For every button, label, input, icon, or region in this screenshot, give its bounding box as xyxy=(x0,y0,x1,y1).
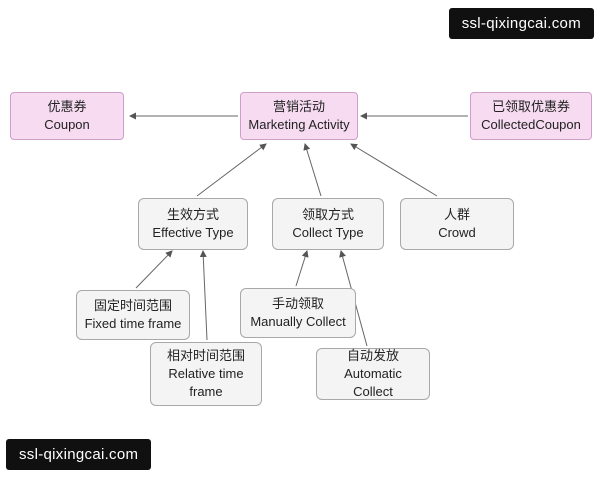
node-fixed-time-frame: 固定时间范围 Fixed time frame xyxy=(76,290,190,340)
node-fixed-time-frame-label-en: Fixed time frame xyxy=(84,316,182,331)
node-coupon-label-zh: 优惠券 xyxy=(47,98,87,114)
node-automatic-collect-label-zh: 自动发放 xyxy=(346,347,399,363)
node-crowd: 人群 Crowd xyxy=(400,198,514,250)
node-coupon-label-en: Coupon xyxy=(44,117,90,132)
node-marketing-activity-label-en: Marketing Activity xyxy=(248,117,350,132)
edge-effective-to-marketing xyxy=(196,143,267,197)
node-marketing-activity-label-zh: 营销活动 xyxy=(272,98,325,114)
node-coupon: 优惠券 Coupon xyxy=(10,92,124,140)
node-automatic-collect: 自动发放 Automatic Collect xyxy=(316,348,430,400)
edge-crowd-to-marketing xyxy=(350,143,438,197)
node-relative-time-frame: 相对时间范围 Relative time frame xyxy=(150,342,262,406)
node-collected-coupon: 已领取优惠券 CollectedCoupon xyxy=(470,92,592,140)
node-relative-time-frame-label-zh: 相对时间范围 xyxy=(166,347,245,363)
node-manually-collect-label-en: Manually Collect xyxy=(250,314,346,329)
node-effective-type-label-zh: 生效方式 xyxy=(166,206,219,222)
node-collect-type-label-zh: 领取方式 xyxy=(301,206,354,222)
node-effective-type-label-en: Effective Type xyxy=(152,225,234,240)
edge-relative-to-effective xyxy=(199,250,208,341)
node-effective-type: 生效方式 Effective Type xyxy=(138,198,248,250)
node-relative-time-frame-label-en: Relative time frame xyxy=(168,365,244,400)
watermark-top-right: ssl-qixingcai.com xyxy=(448,8,594,39)
edge-collecttype-to-marketing xyxy=(303,143,322,197)
node-crowd-label-en: Crowd xyxy=(438,225,476,240)
node-crowd-label-zh: 人群 xyxy=(443,206,470,222)
node-fixed-time-frame-label-zh: 固定时间范围 xyxy=(93,297,172,313)
node-manually-collect: 手动领取 Manually Collect xyxy=(240,288,356,338)
watermark-bottom-left: ssl-qixingcai.com xyxy=(6,439,152,470)
edge-manually-to-collecttype xyxy=(295,250,309,287)
edge-fixed-to-effective xyxy=(135,250,173,289)
node-collected-coupon-label-zh: 已领取优惠券 xyxy=(491,98,570,114)
node-collected-coupon-label-en: CollectedCoupon xyxy=(481,117,581,132)
node-automatic-collect-label-en: Automatic Collect xyxy=(344,365,402,400)
node-collect-type-label-en: Collect Type xyxy=(292,225,364,240)
node-manually-collect-label-zh: 手动领取 xyxy=(271,295,324,311)
node-marketing-activity: 营销活动 Marketing Activity xyxy=(240,92,358,140)
node-collect-type: 领取方式 Collect Type xyxy=(272,198,384,250)
